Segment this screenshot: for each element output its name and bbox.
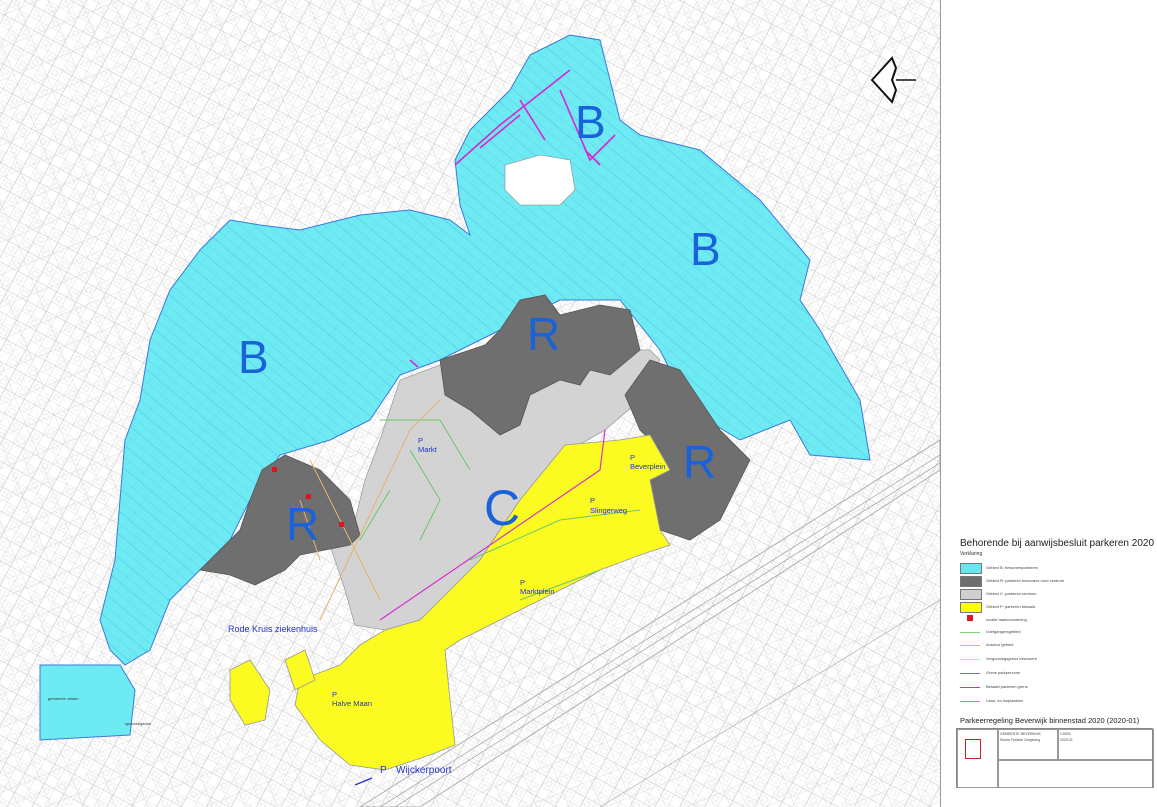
parking-p: P <box>520 578 525 587</box>
orange-lines <box>299 399 441 621</box>
legend-text: Gebied P: parkeren betaald <box>986 604 1035 609</box>
charging-marker <box>272 467 277 472</box>
zone-label: B <box>690 223 721 275</box>
zone-b-annex <box>39 664 136 741</box>
zone-r-north <box>439 294 641 436</box>
legend-text: Vergunningsgrens bewoners <box>986 656 1037 661</box>
parking-p: P <box>630 453 635 462</box>
parking-name: Halve Maan <box>332 699 372 708</box>
legend-text: Voetgangersgebied <box>986 629 1021 634</box>
zone-r-west <box>199 454 361 586</box>
legend-text: Gebied B: bewonersparkeren <box>986 565 1039 570</box>
zone-label: R <box>527 308 560 360</box>
arrow-icon <box>354 777 373 786</box>
legend-text: Gebied C: parkeren centrum <box>986 591 1037 596</box>
parking-name: Slingerweg <box>590 506 627 515</box>
legend-text: Betaald parkeren grens <box>986 684 1028 689</box>
zone-yellow-small <box>229 659 271 726</box>
legend-text: Gebied R: parkeren bewoners rond centrum <box>986 578 1065 583</box>
north-arrow-icon <box>870 56 916 104</box>
legend-line <box>960 701 980 702</box>
legend-swatch <box>960 563 982 574</box>
legend-swatch <box>960 576 982 587</box>
legend-title: Behorende bij aanwijsbesluit parkeren 20… <box>960 538 1155 549</box>
legend-line <box>960 645 980 646</box>
dept-name: Sector Fysieke Omgeving <box>1000 738 1041 742</box>
parking-name: Marktplein <box>520 587 555 596</box>
legend-swatch <box>960 602 982 613</box>
legend-line <box>960 687 980 688</box>
scale: 1:5000 <box>1060 732 1071 736</box>
parking-zone-map: B B B R R R C P Markt P Beverplein P Sli… <box>0 0 940 807</box>
zone-label: R <box>683 436 716 488</box>
parking-name: Wijckerpoort <box>396 765 452 776</box>
place-label: spoorwegzone <box>125 721 152 726</box>
legend-text: Autoluw gebied <box>986 642 1014 647</box>
railway <box>359 439 940 807</box>
map-subtitle: Parkeerregeling Beverwijk binnenstad 202… <box>960 716 1140 725</box>
parking-name: Beverplein <box>630 462 665 471</box>
place-label: gemeente velsen <box>48 696 78 701</box>
magenta-boundary <box>409 69 616 368</box>
parking-p: P <box>590 496 595 505</box>
legend-swatch <box>960 589 982 600</box>
zone-label: B <box>575 96 606 148</box>
legend-line <box>960 659 980 660</box>
parking-name: Markt <box>418 445 438 454</box>
pedestrian-lines <box>359 419 641 601</box>
legend-text: locatie laadvoorziening <box>986 617 1027 622</box>
parking-p: P <box>332 690 337 699</box>
legend-text: Laad- en losplaatsen <box>986 698 1024 703</box>
zone-label: C <box>484 480 520 536</box>
org-name: GEMEENTE BEVERWIJK <box>1000 732 1041 736</box>
zone-yellow-area <box>294 434 671 771</box>
zone-label: B <box>238 331 269 383</box>
legend-heading: Verklaring <box>960 551 983 557</box>
parking-p: P <box>418 436 423 445</box>
legend-line <box>960 632 980 633</box>
municipal-crest-icon <box>965 739 981 759</box>
date: 2020-01 <box>1060 738 1073 742</box>
legend-text: Grens parkeerzone <box>986 670 1021 675</box>
zone-label: R <box>286 498 319 550</box>
legend-swatch <box>967 615 973 621</box>
title-block: GEMEENTE BEVERWIJK Sector Fysieke Omgevi… <box>956 728 1154 788</box>
charging-marker <box>339 522 344 527</box>
legend-line <box>960 673 980 674</box>
hospital-label: Rode Kruis ziekenhuis <box>228 624 318 634</box>
charging-marker <box>306 494 311 499</box>
legend-panel <box>940 0 1157 807</box>
parking-p: P <box>380 765 387 776</box>
